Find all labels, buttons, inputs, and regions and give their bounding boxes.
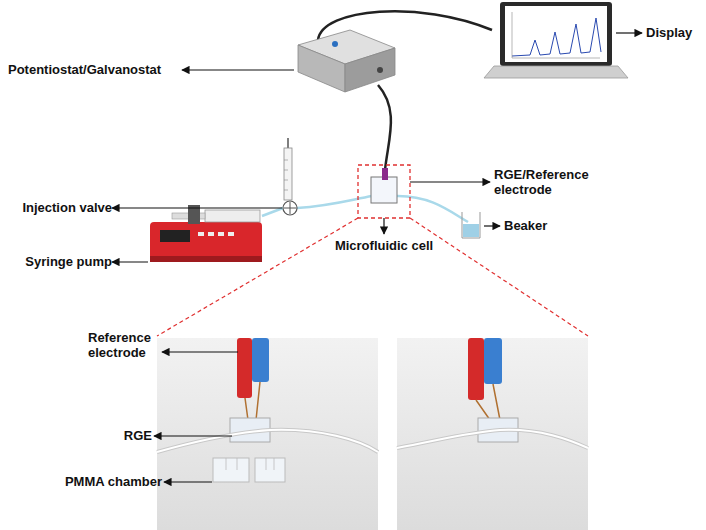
photo-left-part xyxy=(213,458,249,482)
callout-label: Display xyxy=(646,25,706,40)
zoom-line-part xyxy=(157,218,358,336)
beaker-part xyxy=(463,224,479,237)
syringe-pump-part xyxy=(160,230,190,242)
callout-label: Microfluidic cell xyxy=(324,238,444,253)
leader-arrow xyxy=(112,33,642,482)
syringe-pump-part xyxy=(218,232,224,236)
leader-arrow-part xyxy=(164,481,212,482)
syringe-pump xyxy=(150,205,262,262)
potentiostat-part xyxy=(345,48,395,92)
microfluidic-cell-part xyxy=(371,177,397,203)
laptop-part xyxy=(512,12,600,58)
photo-left-part xyxy=(245,382,260,420)
leader-arrow-part xyxy=(112,261,148,262)
photo-left-part xyxy=(255,458,285,482)
leader-arrow-part xyxy=(616,32,642,33)
injection-valve-part xyxy=(284,202,296,214)
cable-part xyxy=(378,85,391,170)
photo-left-part xyxy=(237,338,252,398)
syringe-pump-part xyxy=(150,256,262,262)
injection-valve-part xyxy=(284,160,288,190)
callout-label: Beaker xyxy=(504,218,574,233)
photo-right-part xyxy=(468,338,484,400)
potentiostat xyxy=(298,30,395,92)
photo-left-part xyxy=(226,458,274,470)
laptop-part xyxy=(484,66,628,78)
photo-right-part xyxy=(397,430,588,448)
photo-right-part xyxy=(397,430,588,448)
photo-left-part xyxy=(157,430,378,452)
syringe-pump-part xyxy=(205,210,260,222)
photo-left-part xyxy=(157,430,378,452)
leader-arrow-part xyxy=(162,351,238,352)
microfluidic-cell-part xyxy=(358,165,410,218)
photo-right-part xyxy=(484,338,502,384)
laptop xyxy=(484,2,628,78)
photo-left-part xyxy=(157,338,378,530)
syringe-pump-part xyxy=(208,232,214,236)
callout-label: Reference electrode xyxy=(88,330,160,360)
callout-label: Syringe pump xyxy=(8,254,112,269)
callout-label: Potentiostat/Galvanostat xyxy=(8,62,180,77)
potentiostat-part xyxy=(377,67,383,73)
photo-right-part xyxy=(476,384,500,420)
syringe-pump-part xyxy=(150,222,262,262)
photo-left-part xyxy=(252,338,269,382)
syringe-pump-part xyxy=(228,232,234,236)
laptop-part xyxy=(505,6,607,62)
zoom-line-part xyxy=(410,218,588,336)
leader-arrow-part xyxy=(410,181,490,182)
tubing-part xyxy=(262,208,283,216)
potentiostat-part xyxy=(298,45,345,92)
syringe-pump-part xyxy=(198,232,204,236)
callout-label: RGE/Reference electrode xyxy=(494,167,614,197)
callout-label: RGE xyxy=(110,428,152,443)
leader-arrow-part xyxy=(383,218,384,234)
leader-arrow-part xyxy=(484,225,500,226)
leader-arrow-part xyxy=(182,69,294,70)
photo-right-part xyxy=(397,338,588,530)
laptop-part xyxy=(500,2,612,66)
microfluidic-cell-part xyxy=(382,168,388,180)
potentiostat-part xyxy=(332,41,338,47)
injection-valve-part xyxy=(287,138,289,148)
microfluidic-cell xyxy=(358,165,410,218)
beaker-part xyxy=(462,212,480,238)
beaker xyxy=(462,212,480,238)
leader-arrow-part xyxy=(154,435,232,436)
photo-left xyxy=(157,338,378,530)
injection-valve-part xyxy=(284,148,292,200)
leader-arrow-part xyxy=(112,207,282,208)
injection-valve xyxy=(283,138,297,215)
laptop-part xyxy=(512,18,601,56)
callout-label: Injection valve xyxy=(8,200,112,215)
photo-right xyxy=(397,338,588,530)
zoom-line xyxy=(157,218,588,336)
callout-label: PMMA chamber xyxy=(56,474,162,489)
injection-valve-part xyxy=(283,201,297,215)
